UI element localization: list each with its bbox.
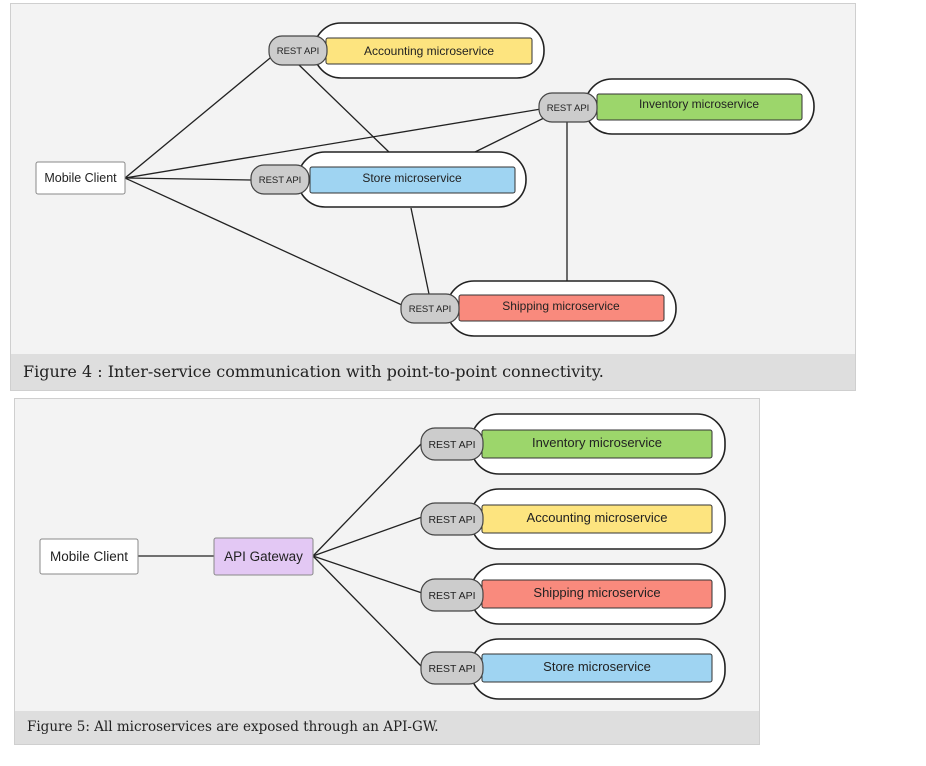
edge-client-inventory bbox=[124, 108, 542, 179]
rest-api-accounting-label: REST API bbox=[277, 46, 320, 57]
inventory-label: Inventory microservice bbox=[532, 435, 662, 450]
accounting-service-group: Accounting microservice REST API bbox=[420, 488, 726, 550]
edge-client-accounting bbox=[124, 48, 282, 179]
api-gateway-node: API Gateway bbox=[213, 537, 314, 576]
figure-5-caption: Figure 5: All microservices are exposed … bbox=[15, 711, 759, 744]
edge-gateway-shipping bbox=[312, 555, 423, 594]
edge-inventory-store bbox=[470, 116, 547, 155]
connectors bbox=[124, 48, 568, 307]
mobile-client-label: Mobile Client bbox=[44, 171, 117, 185]
mobile-client-label: Mobile Client bbox=[50, 549, 128, 564]
rest-api-accounting-label: REST API bbox=[428, 514, 475, 526]
edge-gateway-inventory bbox=[312, 442, 423, 557]
inventory-label: Inventory microservice bbox=[639, 97, 759, 111]
edge-accounting-store bbox=[297, 63, 392, 155]
figure-5: Mobile Client API Gateway Inventory micr… bbox=[14, 398, 760, 745]
rest-api-shipping-label: REST API bbox=[428, 590, 475, 602]
rest-api-shipping-label: REST API bbox=[409, 304, 452, 315]
shipping-label: Shipping microservice bbox=[502, 299, 620, 313]
store-label: Store microservice bbox=[362, 171, 462, 185]
accounting-label: Accounting microservice bbox=[364, 44, 494, 58]
rest-api-inventory-label: REST API bbox=[428, 439, 475, 451]
inventory-service-group: Inventory microservice REST API bbox=[538, 78, 815, 135]
edge-store-shipping bbox=[410, 207, 430, 295]
mobile-client-node: Mobile Client bbox=[39, 538, 139, 575]
rest-api-inventory-label: REST API bbox=[547, 103, 590, 114]
edge-gateway-store bbox=[312, 555, 423, 668]
shipping-service-group: Shipping microservice REST API bbox=[400, 280, 677, 337]
connectors bbox=[138, 442, 423, 668]
edge-gateway-accounting bbox=[312, 516, 423, 557]
accounting-label: Accounting microservice bbox=[527, 510, 668, 525]
store-label: Store microservice bbox=[543, 659, 651, 674]
point-to-point-diagram: Mobile Client Accounting microservice RE… bbox=[35, 22, 815, 337]
edge-client-store bbox=[124, 177, 252, 181]
mobile-client-node: Mobile Client bbox=[35, 161, 126, 195]
inventory-service-group: Inventory microservice REST API bbox=[420, 413, 726, 475]
figure-4-caption: Figure 4 : Inter-service communication w… bbox=[11, 354, 855, 390]
edge-client-shipping bbox=[124, 177, 405, 307]
api-gateway-diagram: Mobile Client API Gateway Inventory micr… bbox=[39, 413, 726, 700]
shipping-label: Shipping microservice bbox=[533, 585, 660, 600]
rest-api-store-label: REST API bbox=[428, 663, 475, 675]
store-service-group: Store microservice REST API bbox=[420, 638, 726, 700]
store-service-group: Store microservice REST API bbox=[250, 151, 527, 208]
figure-4: Mobile Client Accounting microservice RE… bbox=[10, 3, 856, 391]
shipping-service-group: Shipping microservice REST API bbox=[420, 563, 726, 625]
rest-api-store-label: REST API bbox=[259, 175, 302, 186]
accounting-service-group: Accounting microservice REST API bbox=[268, 22, 545, 79]
api-gateway-label: API Gateway bbox=[224, 549, 303, 564]
